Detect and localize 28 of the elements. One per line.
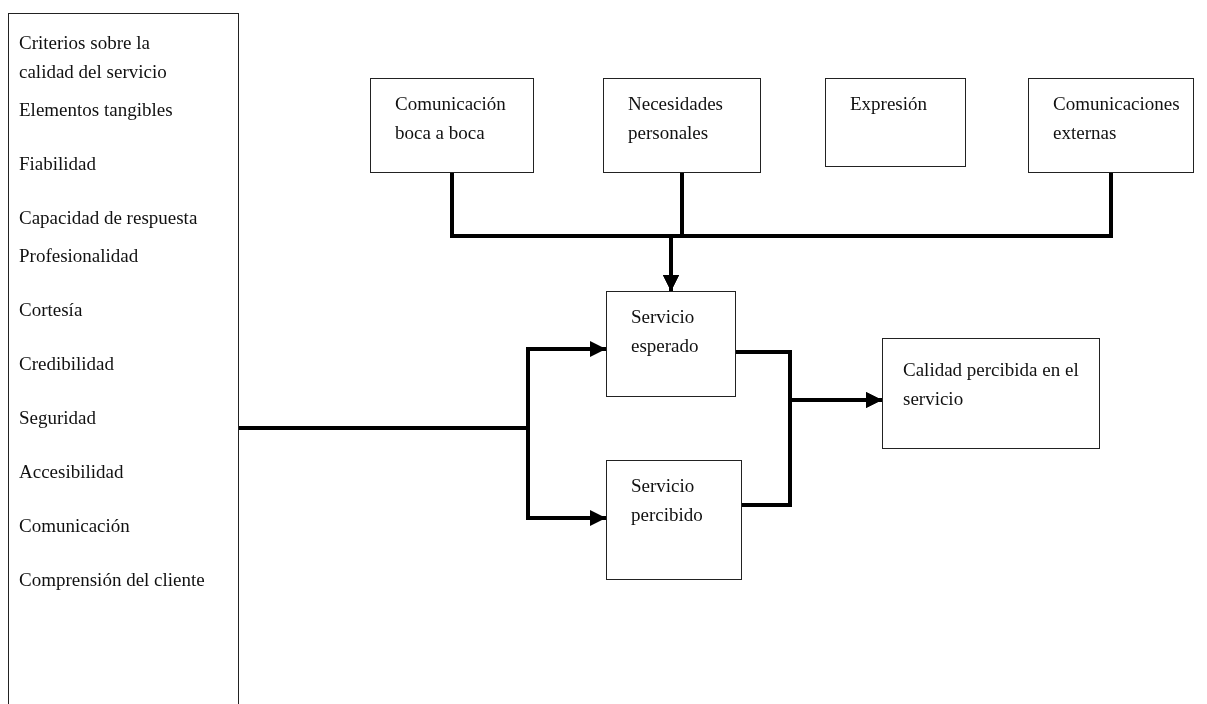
criterion-text: Elementos tangibles <box>19 98 174 122</box>
box-text: Necesidades personales <box>628 92 724 145</box>
criterion-text: Credibilidad <box>19 352 115 376</box>
process-box <box>606 460 742 580</box>
arrow <box>239 426 606 526</box>
list-heading: Criterios sobre la calidad del servicio <box>19 31 168 84</box>
criterion-text: Fiabilidad <box>19 152 98 176</box>
box-text: Servicio percibido <box>631 474 704 527</box>
criterion-text: Cortesía <box>19 298 84 322</box>
box-text: Comunicación boca a boca <box>395 92 507 145</box>
process-box <box>606 291 736 397</box>
process-box <box>370 78 534 173</box>
process-box <box>603 78 761 173</box>
criterion-text: Seguridad <box>19 406 98 430</box>
box-text: Calidad percibida en el servicio <box>903 358 1080 411</box>
process-box <box>1028 78 1194 173</box>
box-text: Comunicaciones externas <box>1053 92 1181 145</box>
box-text: Servicio esperado <box>631 305 700 358</box>
process-box <box>882 338 1100 449</box>
criteria-list-panel <box>8 13 239 704</box>
criterion-text: Comprensión del cliente <box>19 568 206 592</box>
criterion-text: Profesionalidad <box>19 244 140 268</box>
process-box <box>825 78 966 167</box>
criterion-text: Comunicación <box>19 514 131 538</box>
criterion-text: Accesibilidad <box>19 460 125 484</box>
arrow <box>742 392 882 507</box>
criterion-text: Capacidad de respuesta <box>19 206 199 230</box>
box-text: Expresión <box>850 92 929 116</box>
